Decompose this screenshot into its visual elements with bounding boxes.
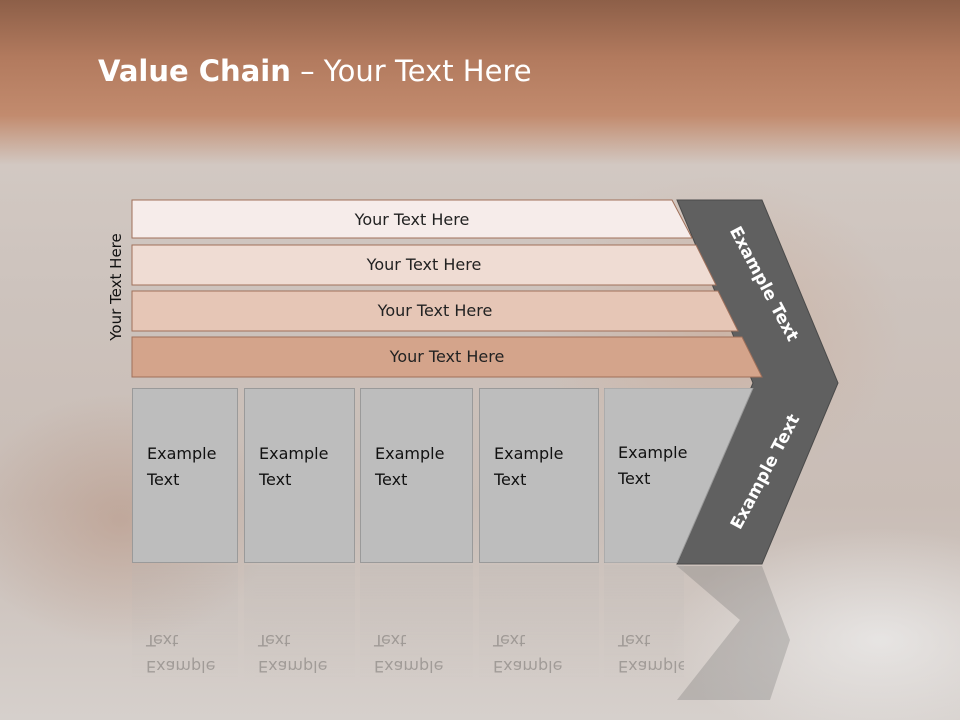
band-1-label: Your Text Here <box>354 209 470 229</box>
band-4-label: Your Text Here <box>389 346 505 366</box>
band-3-shape <box>131 290 739 332</box>
title-rest: – Your Text Here <box>290 54 532 88</box>
column-1-line2: Text <box>147 470 180 489</box>
band-2-shape <box>131 244 717 286</box>
band-4-shape <box>131 336 763 378</box>
column-5-line1: Example <box>618 443 688 462</box>
column-4-line2: Text <box>494 470 527 489</box>
column-1-line1: Example <box>147 444 217 463</box>
band-2-label: Your Text Here <box>366 254 482 274</box>
title-bold: Value Chain <box>98 54 291 88</box>
column-3-line2: Text <box>375 470 408 489</box>
band-3: Your Text Here <box>131 290 739 332</box>
column-3-line1: Example <box>375 444 445 463</box>
column-5-shape <box>604 388 754 563</box>
band-1: Your Text Here <box>131 199 693 239</box>
header-band <box>0 0 960 165</box>
band-1-shape <box>131 199 693 239</box>
band-2: Your Text Here <box>131 244 717 286</box>
column-2: Example Text <box>244 388 355 563</box>
slide-title: Value Chain – Your Text Here <box>98 54 532 88</box>
band-3-label: Your Text Here <box>377 300 493 320</box>
chevron-reflection <box>677 566 790 700</box>
column-5: Example Text <box>604 388 764 563</box>
column-3: Example Text <box>360 388 473 563</box>
column-4: Example Text <box>479 388 599 563</box>
column-2-line1: Example <box>259 444 329 463</box>
column-5-line2: Text <box>618 469 651 488</box>
band-4: Your Text Here <box>131 336 763 378</box>
column-4-line1: Example <box>494 444 564 463</box>
column-2-line2: Text <box>259 470 292 489</box>
column-1: Example Text <box>132 388 238 563</box>
